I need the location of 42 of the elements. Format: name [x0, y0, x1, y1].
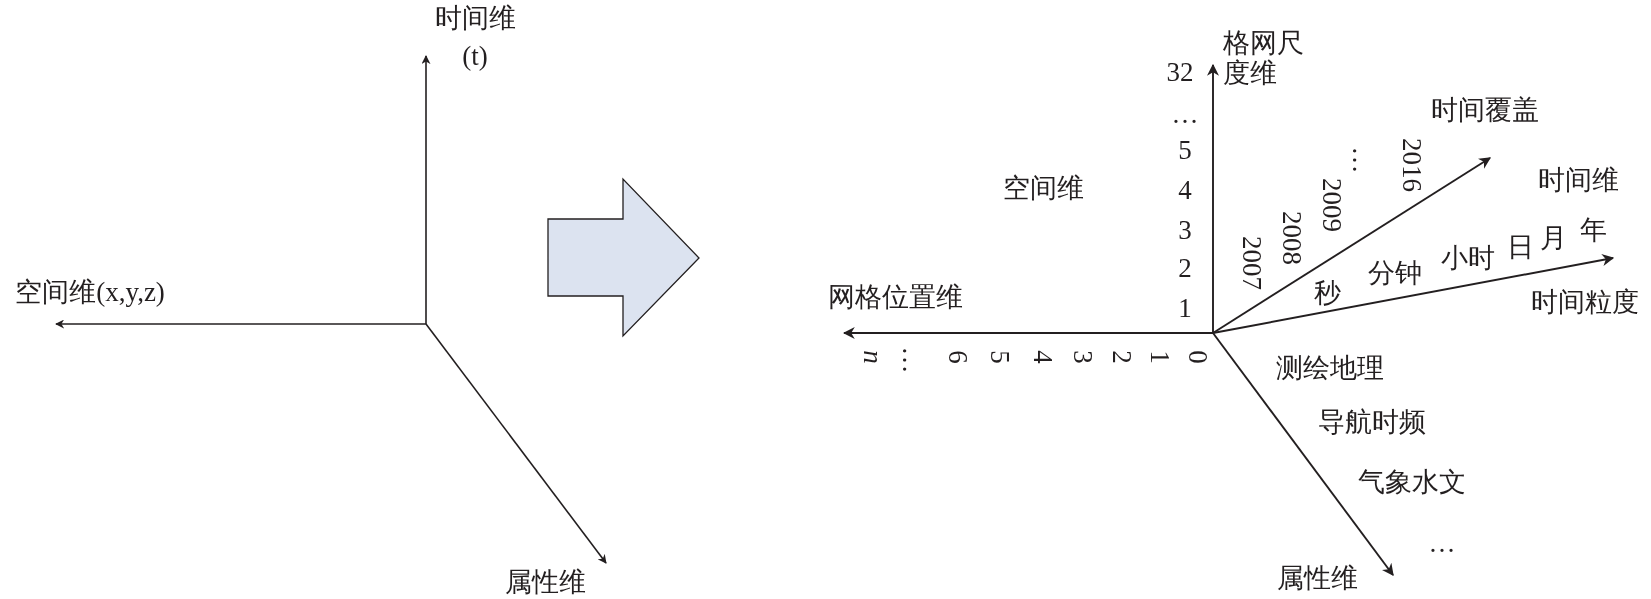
tick-label: 5: [1178, 135, 1192, 165]
tick-label: …: [897, 346, 927, 374]
tick-label: 1: [1145, 350, 1175, 364]
tick-label: 5: [985, 350, 1015, 364]
tick-label: 日: [1506, 232, 1534, 262]
tick-label: 0: [1183, 350, 1213, 364]
tick-label: 3: [1178, 215, 1192, 245]
tick-label: 2007: [1237, 236, 1267, 290]
tick-label: 2: [1178, 253, 1192, 283]
category-label: 测绘地理: [1276, 353, 1384, 383]
tick-label: 年: [1579, 215, 1607, 245]
axis-label: 属性维: [1276, 563, 1358, 593]
tick-label: 2: [1107, 350, 1137, 364]
axis-label: (t): [462, 41, 488, 71]
tick-label: 3: [1068, 350, 1098, 364]
tick-label: 秒: [1313, 278, 1341, 308]
tick-label: 2008: [1277, 211, 1307, 265]
tick-label: 月: [1539, 223, 1567, 253]
tick-label: 6: [943, 350, 973, 364]
axis-label: 时间覆盖: [1431, 95, 1539, 125]
tick-label: 1: [1178, 293, 1192, 323]
tick-label: …: [1428, 528, 1456, 558]
axis-label: 空间维: [1002, 173, 1084, 203]
tick-label: …: [1171, 99, 1199, 129]
tick-label: 4: [1178, 175, 1192, 205]
tick-label: 2009: [1317, 178, 1347, 232]
category-label: 气象水文: [1358, 467, 1466, 497]
tick-label: n: [858, 350, 888, 364]
axis-label: 空间维(x,y,z): [15, 277, 165, 307]
category-label: 导航时频: [1318, 407, 1426, 437]
tick-label: 4: [1028, 350, 1058, 364]
tick-label: 小时: [1441, 243, 1495, 273]
axis-label: 格网尺度维: [1223, 28, 1305, 88]
axis-label: 时间粒度: [1531, 287, 1639, 317]
axis-label: 属性维: [504, 567, 586, 597]
axis-label: 网格位置维: [827, 282, 963, 312]
tick-label: 2016: [1397, 138, 1427, 192]
tick-label: 32: [1166, 57, 1194, 87]
axis-label: 时间维: [434, 3, 516, 33]
tick-label: 分钟: [1368, 258, 1422, 288]
axis-label: 时间维: [1537, 165, 1619, 195]
tick-label: …: [1347, 146, 1377, 174]
